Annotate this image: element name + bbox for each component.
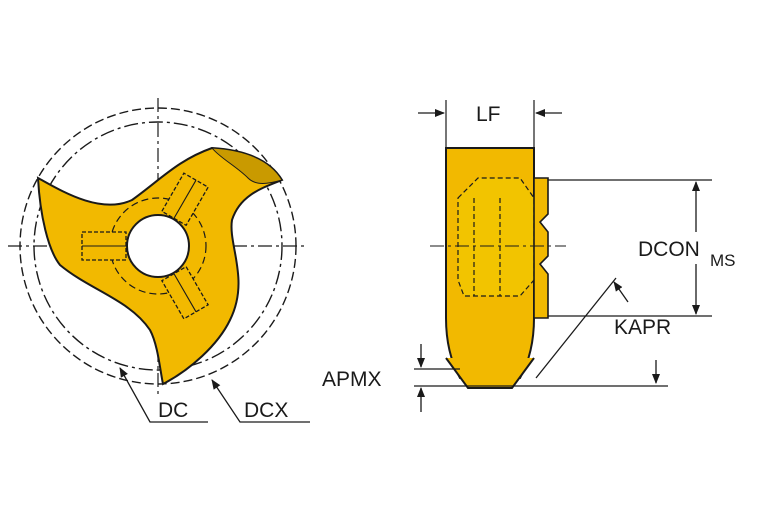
inner-dashed-circle bbox=[109, 197, 207, 295]
apmx-label: APMX bbox=[322, 368, 382, 391]
side-shank bbox=[533, 177, 549, 319]
dcon-subscript: MS bbox=[710, 251, 736, 270]
dcx-label: DCX bbox=[244, 399, 288, 422]
side-tip bbox=[445, 357, 535, 389]
dc-circle bbox=[33, 121, 283, 371]
kapr-ref-line bbox=[535, 277, 617, 379]
insert-side-view: LF DCON MS KAPR APMX bbox=[322, 100, 736, 412]
insert-top-view: DC DCX bbox=[8, 98, 310, 423]
chip-groove-left bbox=[81, 231, 127, 261]
dcx-leader bbox=[211, 379, 310, 423]
kapr-arrow-top bbox=[613, 281, 629, 303]
dc-label: DC bbox=[158, 399, 188, 422]
insert-edge-shade bbox=[210, 147, 283, 184]
dcon-label: DCON bbox=[638, 238, 700, 261]
dc-leader bbox=[119, 367, 208, 423]
kapr-label: KAPR bbox=[614, 316, 671, 339]
side-inner-shade bbox=[457, 177, 535, 297]
lf-label: LF bbox=[476, 103, 501, 126]
centre-hole bbox=[126, 214, 190, 278]
